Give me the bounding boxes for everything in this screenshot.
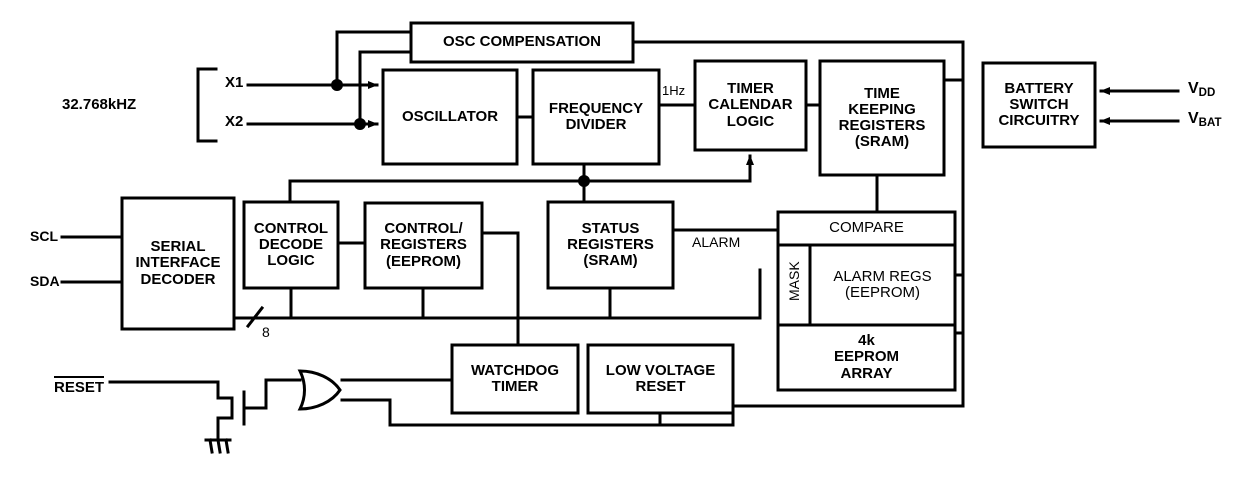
block-alarm-regs-eeprom[interactable] <box>808 243 957 327</box>
ground-symbol-strokes <box>204 438 232 454</box>
wire-osccomp-to-x1 <box>335 30 413 87</box>
wire-reset-in <box>108 380 220 400</box>
pin-label-reset: RESET <box>54 376 105 396</box>
wire-mosfet-to-gate <box>242 378 302 410</box>
wire-ctrlreg-to-watchdog <box>480 231 520 347</box>
wire-mosfet-channel <box>216 396 234 440</box>
block-time-keeping-registers[interactable] <box>818 59 946 177</box>
vdd-subscript: DD <box>1198 87 1216 100</box>
wire-osccomp-to-x2 <box>358 50 413 126</box>
block-battery-switch-circuitry[interactable] <box>981 61 1097 149</box>
block-serial-interface-decoder[interactable] <box>120 196 236 331</box>
bus-8bit-slash <box>245 305 265 329</box>
vdd-base: V <box>1188 80 1199 97</box>
wire-gate-lower-rail <box>340 398 735 427</box>
block-control-decode-logic[interactable] <box>242 200 340 290</box>
pin-label-vbat: VBAT <box>1188 110 1221 129</box>
pin-label-x2: X2 <box>225 113 244 130</box>
wire-label-1hz: 1Hz <box>662 83 686 98</box>
block-frequency-divider[interactable] <box>531 68 661 166</box>
block-oscillator[interactable] <box>381 68 519 166</box>
wire-label-alarm: ALARM <box>692 234 741 250</box>
block-eeprom-array[interactable] <box>776 323 957 392</box>
wire-label-bus-width-8: 8 <box>262 324 270 340</box>
block-watchdog-timer[interactable] <box>450 343 580 415</box>
pin-label-crystal-frequency: 32.768kHZ <box>62 96 137 113</box>
block-timer-calendar-logic[interactable] <box>693 59 808 152</box>
pin-label-x1: X1 <box>225 74 244 91</box>
crystal-bracket-symbol <box>196 67 218 143</box>
or-gate-body <box>297 369 342 411</box>
block-compare-header[interactable] <box>776 210 957 247</box>
pin-label-scl: SCL <box>30 228 58 244</box>
pin-label-sda: SDA <box>30 273 60 289</box>
label-mask: MASK <box>786 261 802 301</box>
block-osc-compensation[interactable] <box>409 21 635 64</box>
vbat-base: V <box>1188 110 1199 127</box>
vbat-subscript: BAT <box>1198 117 1222 130</box>
block-control-registers-eeprom[interactable] <box>363 201 484 290</box>
block-low-voltage-reset[interactable] <box>586 343 735 415</box>
pin-label-vdd: VDD <box>1188 80 1215 99</box>
block-status-registers-sram[interactable] <box>546 200 675 290</box>
